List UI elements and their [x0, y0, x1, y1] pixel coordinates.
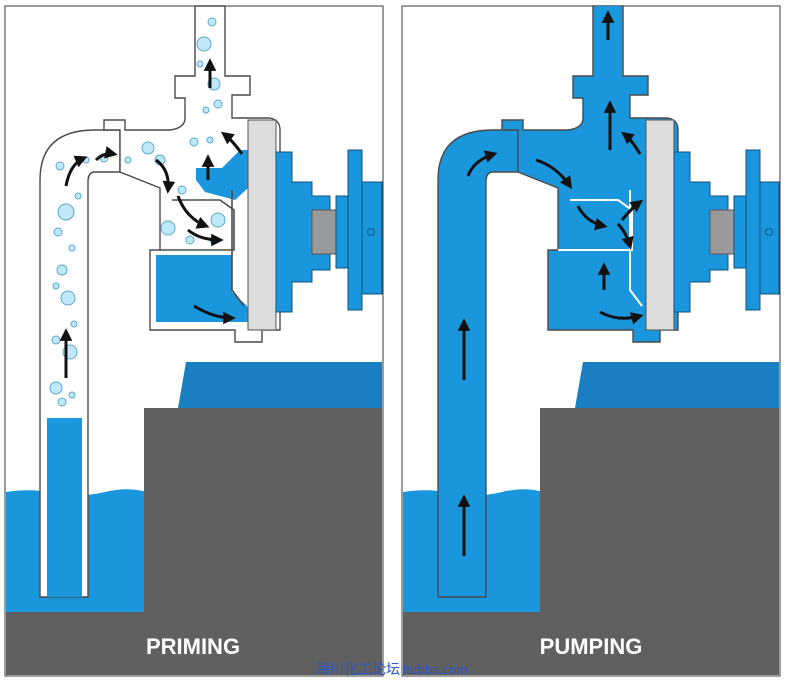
pump-base — [178, 362, 382, 408]
flow-arrows — [457, 10, 644, 556]
pumping-panel: PUMPING — [401, 5, 781, 677]
flap-valve — [160, 199, 235, 251]
pumping-label: PUMPING — [540, 634, 643, 659]
motor-assembly — [645, 119, 780, 331]
pump-casing — [501, 5, 679, 343]
suction-pipe-water — [47, 418, 82, 597]
watermark-url: hcbbs.com — [403, 663, 469, 677]
lower-chamber-water — [156, 255, 258, 322]
priming-panel: PRIMING — [4, 5, 384, 677]
flow-arrows — [59, 58, 244, 378]
separator-water — [196, 150, 248, 200]
watermark-text: 海川化工论坛 — [316, 662, 400, 678]
priming-label: PRIMING — [146, 634, 240, 659]
internal-partition — [629, 190, 643, 307]
pump-base — [575, 362, 779, 408]
ground-block — [403, 408, 779, 675]
internal-partition — [231, 190, 245, 307]
motor-assembly — [247, 119, 383, 331]
pump-casing — [103, 5, 281, 343]
ground-block — [6, 408, 382, 675]
